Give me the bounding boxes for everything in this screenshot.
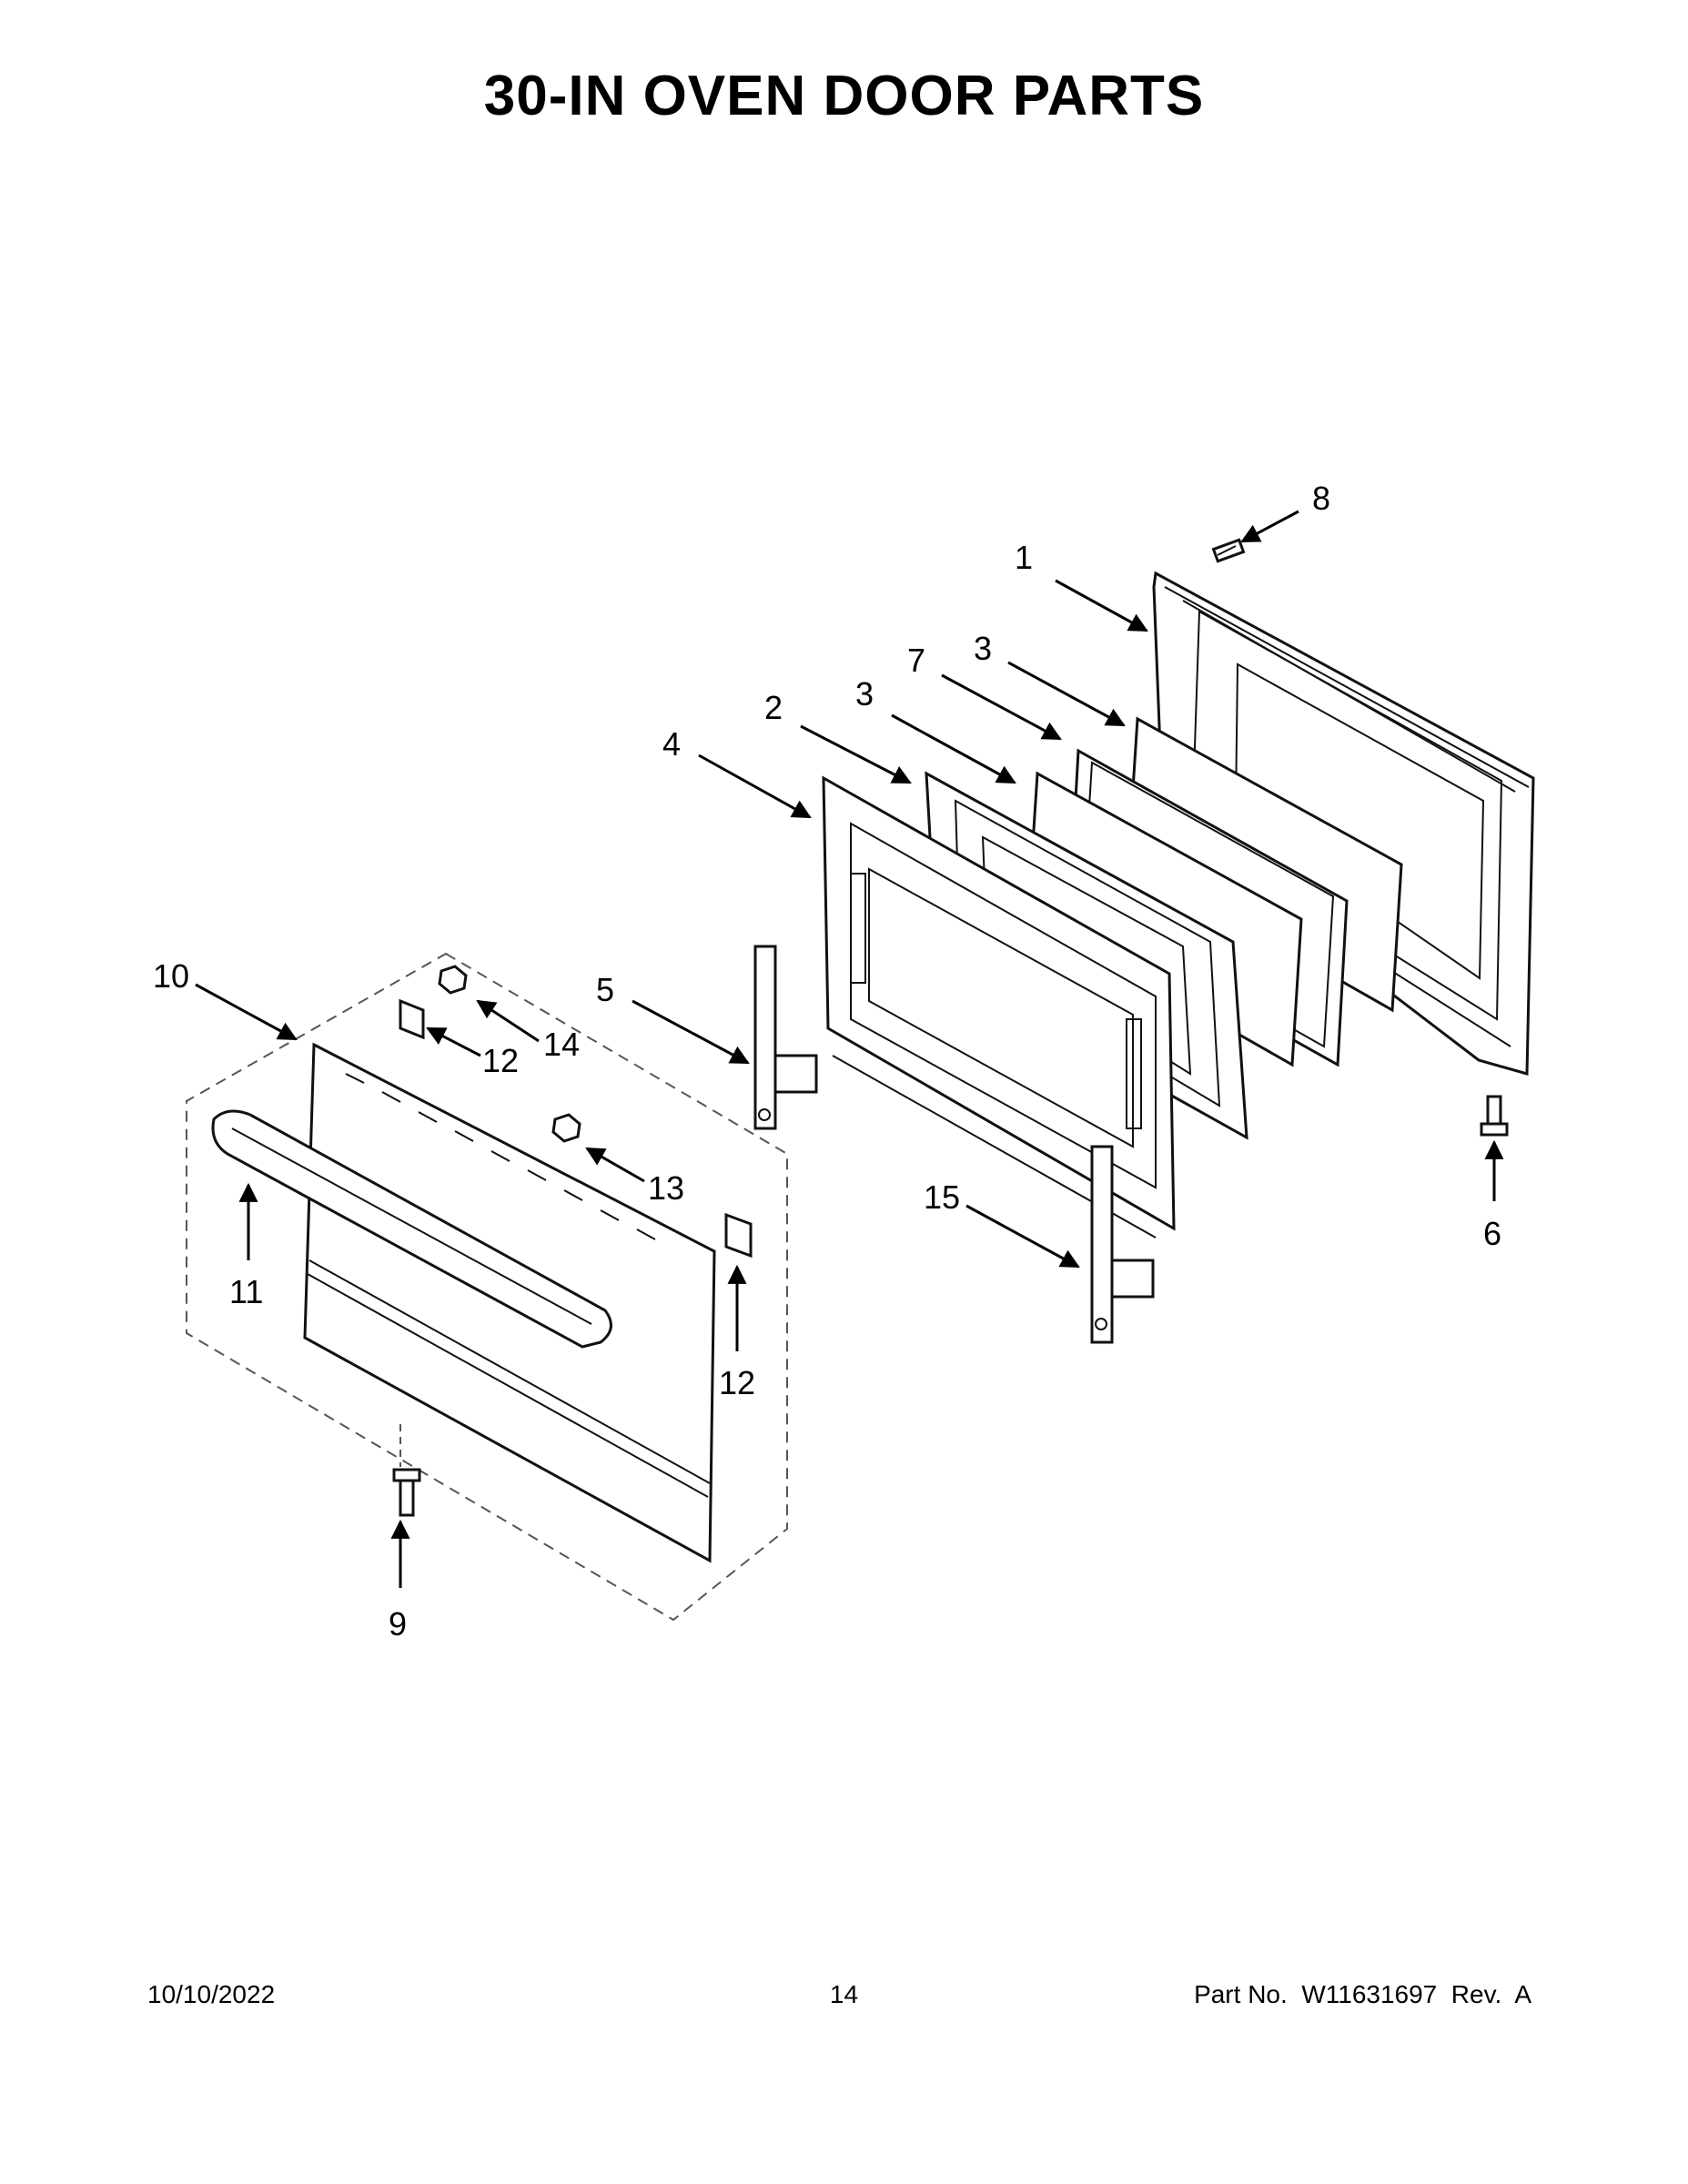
callout-7: 7 bbox=[907, 642, 925, 679]
callout-12b: 12 bbox=[719, 1364, 755, 1401]
part-clip-12b bbox=[724, 1212, 753, 1259]
leader-2 bbox=[800, 724, 912, 784]
part-screw-9 bbox=[392, 1468, 421, 1517]
part-screw-8 bbox=[1211, 538, 1246, 563]
leader-3b bbox=[1007, 661, 1126, 727]
leader-3a bbox=[891, 713, 1016, 784]
footer-date: 10/10/2022 bbox=[147, 1980, 276, 2008]
callout-4: 4 bbox=[662, 725, 681, 763]
callout-3a: 3 bbox=[855, 675, 874, 713]
part-hinge-15 bbox=[1090, 1145, 1155, 1344]
vent-slots bbox=[345, 1073, 656, 1240]
callout-6: 6 bbox=[1483, 1215, 1501, 1252]
callout-10: 10 bbox=[153, 957, 189, 995]
callout-8: 8 bbox=[1312, 480, 1330, 517]
part-screw-6 bbox=[1480, 1095, 1509, 1137]
callout-3b: 3 bbox=[974, 630, 992, 667]
leader-12a bbox=[426, 1026, 481, 1057]
leader-1 bbox=[1055, 579, 1148, 632]
part-door-inner-liner bbox=[1152, 571, 1535, 1076]
callout-11: 11 bbox=[229, 1273, 263, 1310]
part-clip-12a bbox=[399, 998, 425, 1040]
leader-10 bbox=[195, 983, 298, 1041]
leader-15 bbox=[965, 1204, 1080, 1269]
part-handle-11 bbox=[211, 1109, 612, 1349]
leader-4 bbox=[698, 753, 812, 819]
callout-9: 9 bbox=[389, 1605, 407, 1643]
footer-part-number: Part No. W11631697 Rev. A bbox=[1194, 1980, 1531, 2008]
part-nut-13 bbox=[551, 1113, 581, 1143]
leader-7 bbox=[941, 673, 1062, 741]
callout-5: 5 bbox=[596, 971, 614, 1008]
callout-12a: 12 bbox=[482, 1042, 519, 1079]
part-door-frame-4 bbox=[822, 775, 1176, 1239]
leader-13 bbox=[585, 1147, 645, 1183]
callout-1: 1 bbox=[1015, 539, 1033, 576]
callout-14: 14 bbox=[543, 1026, 580, 1063]
callout-15: 15 bbox=[924, 1178, 960, 1216]
part-hinge-5 bbox=[753, 945, 818, 1130]
leader-8 bbox=[1240, 510, 1299, 543]
page-title: 30-IN OVEN DOOR PARTS bbox=[483, 65, 1205, 127]
callout-2: 2 bbox=[764, 689, 783, 726]
leader-14 bbox=[476, 999, 540, 1043]
callout-13: 13 bbox=[648, 1169, 684, 1207]
leader-5 bbox=[632, 999, 750, 1065]
part-nut-14 bbox=[438, 965, 468, 995]
footer-page-number: 14 bbox=[829, 1980, 859, 2008]
